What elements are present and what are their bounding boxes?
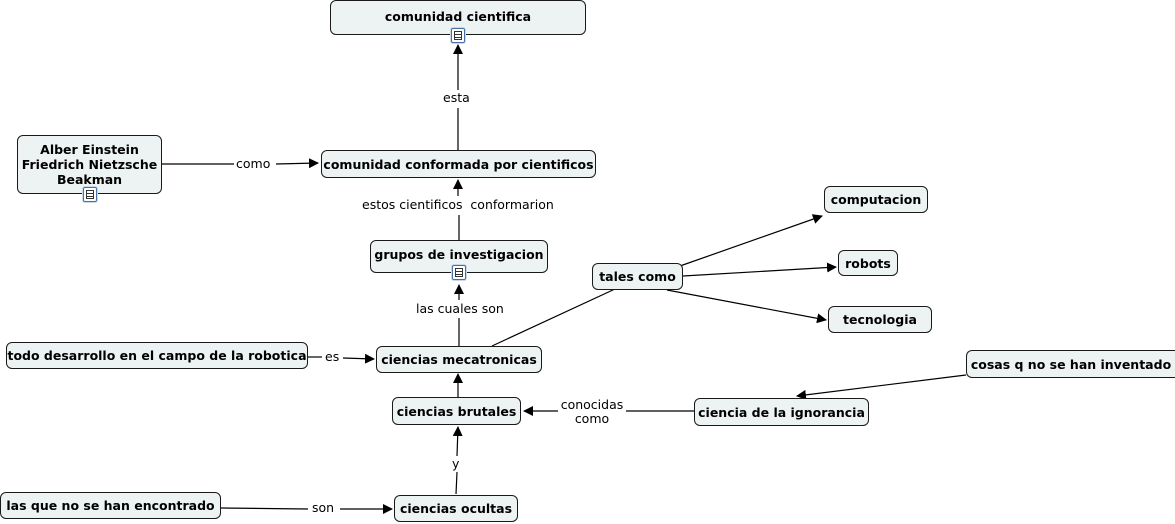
node-label: todo desarrollo en el campo de la roboti… xyxy=(7,348,307,363)
document-icon[interactable] xyxy=(452,265,466,280)
link-label-line-2: como xyxy=(574,411,610,426)
node-label: las que no se han encontrado xyxy=(6,498,215,513)
node-tales-como[interactable]: tales como xyxy=(592,263,683,290)
link-label-conocidas-como: conocidas como xyxy=(560,398,624,426)
node-label: comunidad cientifica xyxy=(384,9,532,24)
node-ciencias-brutales[interactable]: ciencias brutales xyxy=(392,397,521,425)
link-label-son: son xyxy=(312,500,335,515)
node-cientificos[interactable]: Alber Einstein Friedrich Nietzsche Beakm… xyxy=(17,135,162,194)
link-label-es: es xyxy=(325,349,340,364)
link-label-como: como xyxy=(236,156,271,171)
node-comunidad-conformada[interactable]: comunidad conformada por cientificos xyxy=(321,150,596,178)
node-desarrollo-robotica[interactable]: todo desarrollo en el campo de la roboti… xyxy=(6,342,308,369)
node-cosas-no-inventado[interactable]: cosas q no se han inventado xyxy=(966,350,1175,378)
node-label: cosas q no se han inventado xyxy=(970,356,1172,372)
document-icon[interactable] xyxy=(451,28,465,43)
node-label: comunidad conformada por cientificos xyxy=(323,156,594,172)
node-ciencia-ignorancia[interactable]: ciencia de la ignorancia xyxy=(694,398,869,426)
link-label-las-cuales-son: las cuales son xyxy=(416,301,504,316)
node-label-line-3: Beakman xyxy=(56,172,123,187)
link-label-y: y xyxy=(452,456,460,471)
node-label-line-1: Alber Einstein xyxy=(40,142,139,157)
node-label: ciencias mecatronicas xyxy=(381,352,537,367)
node-label: grupos de investigacion xyxy=(374,247,544,262)
node-ciencias-ocultas[interactable]: ciencias ocultas xyxy=(394,495,518,522)
link-label-estos-cientificos: estos cientificos conformarion xyxy=(362,197,554,212)
node-no-encontrado[interactable]: las que no se han encontrado xyxy=(0,492,221,519)
node-robots[interactable]: robots xyxy=(838,250,898,276)
node-ciencias-mecatronicas[interactable]: ciencias mecatronicas xyxy=(376,346,542,373)
node-label: tales como xyxy=(599,269,676,284)
node-label: ciencias brutales xyxy=(396,403,517,419)
link-label-line-1: conocidas xyxy=(560,397,624,412)
node-label: computacion xyxy=(830,192,922,207)
node-label-line-2: Friedrich Nietzsche xyxy=(21,157,158,172)
node-label: ciencia de la ignorancia xyxy=(698,404,865,420)
node-tecnologia[interactable]: tecnologia xyxy=(828,306,932,333)
link-label-esta: esta xyxy=(443,90,470,105)
node-label: ciencias ocultas xyxy=(399,501,513,516)
node-computacion[interactable]: computacion xyxy=(824,186,928,213)
document-icon[interactable] xyxy=(83,187,97,202)
node-label: robots xyxy=(845,255,891,271)
node-label: tecnologia xyxy=(843,312,917,327)
